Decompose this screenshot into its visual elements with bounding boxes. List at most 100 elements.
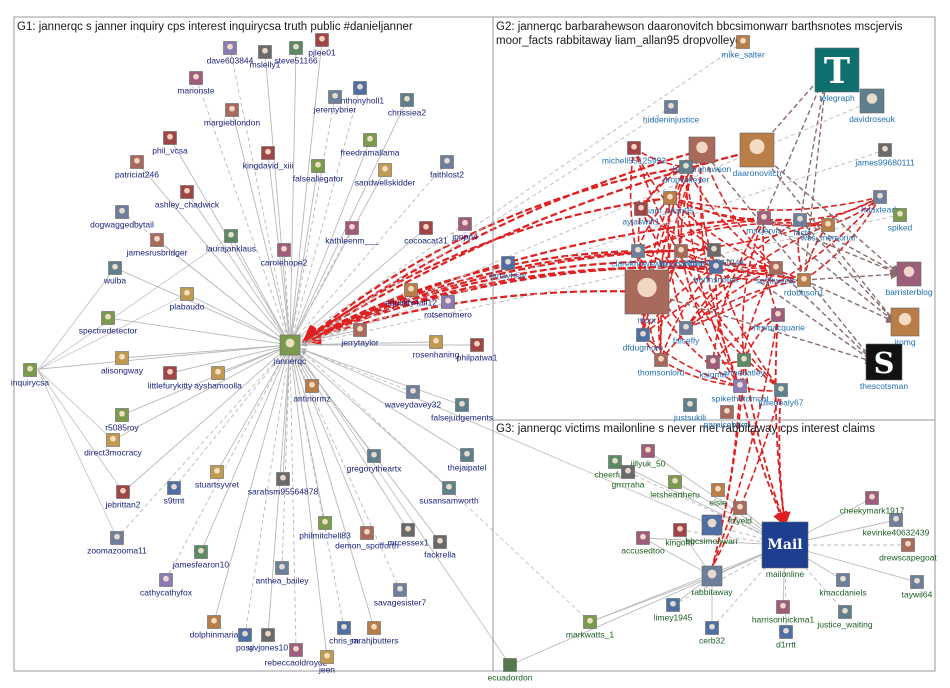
node-paraicobrien[interactable]: paraicobrien: [704, 405, 751, 430]
node-pjlee01[interactable]: pjlee01: [308, 33, 336, 58]
node-direct3mocracy[interactable]: direct3mocracy: [84, 433, 143, 458]
node-fackrella[interactable]: fackrella: [424, 535, 456, 560]
node-mscjervis[interactable]: mscjervis: [746, 211, 782, 236]
node-sandwellskidder[interactable]: sandwellskidder: [355, 163, 416, 188]
node-blogbandini[interactable]: blogbandini: [659, 244, 703, 269]
node-barthsnotes[interactable]: barthsnotes: [694, 260, 738, 285]
node-carolehope2[interactable]: carolehope2: [261, 243, 308, 268]
node-iromg[interactable]: iromg: [890, 307, 920, 347]
node-jillyuk-50[interactable]: jillyuk_50: [630, 444, 666, 469]
node-patriciat246[interactable]: patriciat246: [115, 155, 159, 180]
node-ayshamoolla[interactable]: ayshamoolla: [194, 366, 242, 391]
node-liam-allan95[interactable]: liam_allan95: [646, 191, 694, 216]
node-chrissiea2[interactable]: chrissiea2: [388, 93, 427, 118]
node-sarahjbutters[interactable]: sarahjbutters: [349, 621, 399, 646]
node-hiddeninjustice[interactable]: hiddeninjustice: [643, 100, 700, 125]
node-anthonyholl1[interactable]: anthonyholl1: [336, 81, 384, 106]
node-rdobbson1[interactable]: rdobbson1: [784, 273, 824, 298]
node-mslelly1[interactable]: mslelly1: [250, 45, 281, 70]
node-phil-vcsa[interactable]: phil_vcsa: [152, 131, 188, 156]
node-grrrrraha[interactable]: grrrrraha: [611, 465, 645, 490]
node-kingdavid-xiii[interactable]: kingdavid_xiii: [243, 146, 294, 171]
node-clarekhowswh[interactable]: clarekhowswh: [611, 244, 665, 269]
node-limey1945[interactable]: limey1945: [654, 598, 693, 623]
node-r5085roy[interactable]: r5085roy: [105, 408, 140, 433]
node-accusedtoo[interactable]: accusedtoo: [621, 531, 665, 556]
node-barristerblog[interactable]: barristerblog: [885, 261, 933, 297]
node-susansamworth[interactable]: susansamworth: [419, 481, 479, 506]
node-bbcsimonwarr[interactable]: bbcsimonwarr: [686, 514, 739, 546]
node-falsefly[interactable]: falsefly: [673, 321, 700, 346]
node-margieblondon[interactable]: margieblondon: [204, 103, 261, 128]
node-mrsmacquarie[interactable]: mrsmacquarie: [751, 308, 805, 333]
node-james99680111[interactable]: james99680111: [854, 143, 915, 168]
node-demon-spofforth[interactable]: demon_spofforth: [335, 526, 399, 551]
node-aylaswift1[interactable]: aylaswift1: [622, 202, 660, 227]
node-taywil64[interactable]: taywil64: [902, 575, 933, 600]
node-falsejudgements[interactable]: falsejudgements: [431, 398, 493, 423]
node-cerb32[interactable]: cerb32: [699, 621, 725, 646]
node-sarahsm95564878[interactable]: sarahsm95564878: [248, 472, 319, 497]
node-rebeccaoldroyd2[interactable]: rebeccaoldroyd2: [265, 643, 328, 668]
node-ecuadordon[interactable]: ecuadordon: [488, 658, 533, 683]
node-fjmayhew[interactable]: fjmayhew: [490, 256, 527, 281]
node-steve51166[interactable]: steve51166: [274, 41, 318, 66]
node-moor[interactable]: moor: [624, 269, 670, 325]
node-vivjones10[interactable]: vivjones10: [248, 628, 288, 653]
node-spikethetomcat[interactable]: spikethetomcat: [711, 379, 769, 404]
node-cocoacat31[interactable]: cocoacat31: [404, 221, 448, 246]
node-justice-waiting[interactable]: justice_waiting: [816, 605, 873, 630]
node-waveydavey32[interactable]: waveydavey32: [384, 385, 442, 410]
node-markwatts-1[interactable]: markwatts_1: [566, 615, 614, 640]
node-dave603844[interactable]: dave603844: [207, 41, 254, 66]
node-marionste[interactable]: marionste: [177, 71, 215, 96]
node-anneoatley[interactable]: anneoatley: [723, 353, 766, 378]
node-laurajanklaus[interactable]: laurajanklaus: [206, 229, 256, 254]
node-jeremybrier[interactable]: jeremybrier: [313, 90, 357, 115]
node-kevinke40632439[interactable]: kevinke40632439: [863, 513, 930, 538]
node-saffitweets[interactable]: saffitweets: [756, 261, 796, 286]
node-jamesrusbridger[interactable]: jamesrusbridger: [126, 233, 188, 258]
node-hoaxteadr[interactable]: hoaxteadr: [861, 190, 899, 215]
node-falseallegator[interactable]: falseallegator: [293, 159, 344, 184]
node-jpppp4[interactable]: jpppp4: [451, 217, 478, 242]
node-thomsonlord[interactable]: thomsonlord: [638, 353, 685, 378]
node-cathycathyfox[interactable]: cathycathyfox: [140, 573, 193, 598]
node-zoomazooma11[interactable]: zoomazooma11: [87, 531, 147, 556]
node-gregorytheartx[interactable]: gregorytheartx: [347, 449, 403, 474]
node-inquirycsa[interactable]: inquirycsa: [11, 363, 50, 388]
node-davidroseuk[interactable]: davidroseuk: [849, 88, 896, 124]
node-elsie[interactable]: elsie: [709, 483, 727, 508]
node-letsheartheru[interactable]: letsheartheru: [650, 475, 700, 500]
node-chris-m[interactable]: chris_m: [329, 621, 359, 646]
node-michell55125993[interactable]: michell55125993: [602, 141, 667, 166]
node-mrcessex1[interactable]: mrcessex1: [387, 523, 429, 548]
node-savagesister7[interactable]: savagesister7: [374, 583, 427, 608]
node-dolphinmaria[interactable]: dolphinmaria: [190, 615, 239, 640]
node-jerrytaylor[interactable]: jerrytaylor: [340, 323, 379, 348]
node-ksigma[interactable]: ksigma: [700, 355, 727, 380]
node-jamesfearon10[interactable]: jamesfearon10: [172, 545, 230, 570]
node-spiked[interactable]: spiked: [888, 208, 913, 233]
node-spectredetector[interactable]: spectredetector: [79, 311, 138, 336]
node-kathleenm[interactable]: kathleenm___: [325, 221, 379, 246]
node-littlefurykitty[interactable]: littlefurykitty: [148, 366, 193, 391]
node-posy[interactable]: posy: [236, 628, 255, 653]
node-philpatwa1[interactable]: philpatwa1: [457, 338, 498, 363]
node-barbarahewson[interactable]: barbarahewson: [673, 136, 732, 174]
node-mike-salter[interactable]: mike_salter: [721, 35, 765, 60]
node-alisongway[interactable]: alisongway: [101, 351, 144, 376]
node-jebrittan2[interactable]: jebrittan2: [105, 485, 141, 510]
node-dfdugmore[interactable]: dfdugmore: [623, 328, 664, 353]
node-jannerqc[interactable]: jannerqc: [273, 334, 307, 366]
node-philmitchell83[interactable]: philmitchell83: [299, 516, 351, 541]
node-thejaipatel[interactable]: thejaipatel: [448, 448, 487, 473]
node-justsukili[interactable]: justsukili: [673, 398, 706, 423]
node-anthea-bailey[interactable]: anthea_bailey: [256, 561, 310, 586]
node-kingofhi[interactable]: kingofhi: [665, 523, 695, 548]
node-wss-memorial[interactable]: wss_memorial: [800, 218, 855, 243]
node-rabbitaway[interactable]: rabbitaway: [691, 565, 733, 597]
